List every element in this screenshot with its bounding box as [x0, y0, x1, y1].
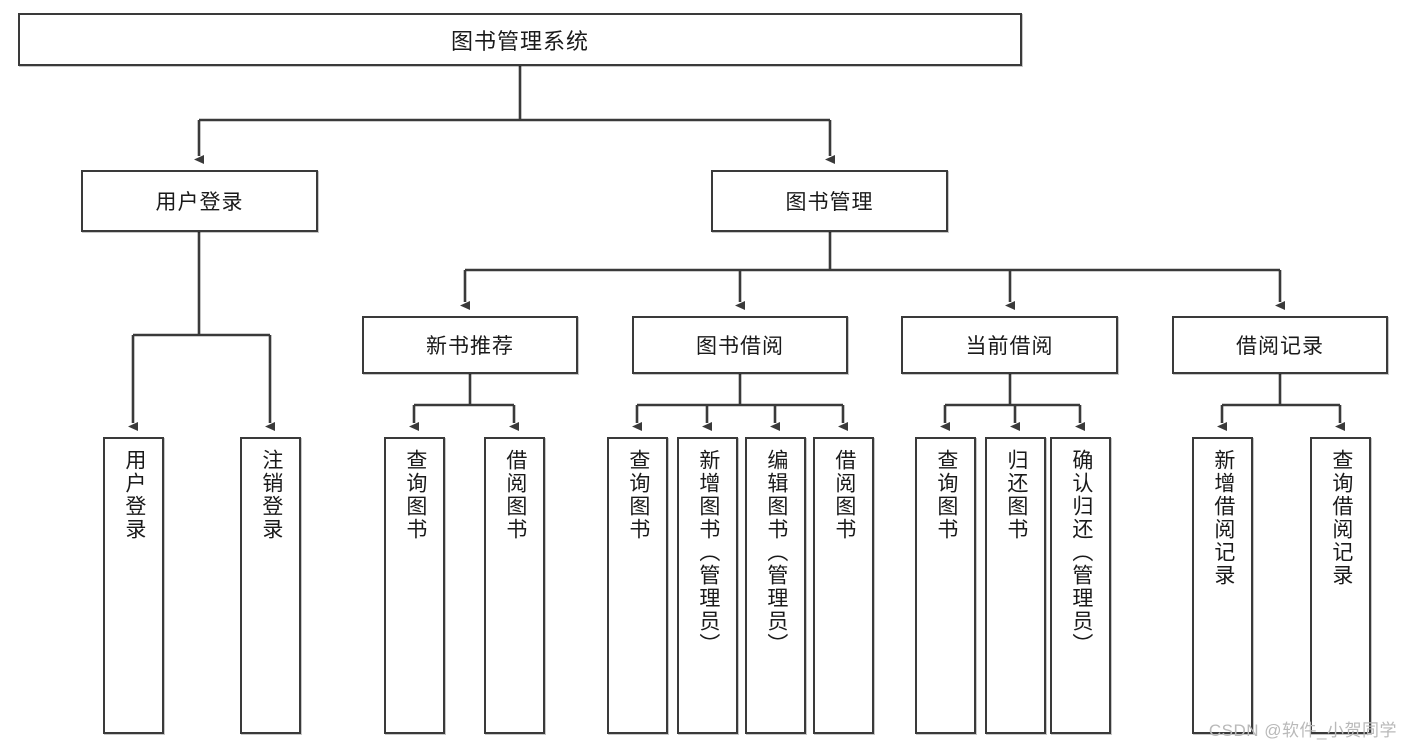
node-leaf-user-login[interactable]: 用户登录: [103, 437, 164, 734]
node-leaf-query-book-1[interactable]: 查询图书: [384, 437, 445, 734]
node-book-borrow[interactable]: 图书借阅: [632, 316, 848, 374]
node-leaf-add-record[interactable]: 新增借阅记录: [1192, 437, 1253, 734]
node-borrow-record[interactable]: 借阅记录: [1172, 316, 1388, 374]
node-new-book-recommend[interactable]: 新书推荐: [362, 316, 578, 374]
node-leaf-query-book-3[interactable]: 查询图书: [915, 437, 976, 734]
node-leaf-query-record[interactable]: 查询借阅记录: [1310, 437, 1371, 734]
node-book-management[interactable]: 图书管理: [711, 170, 948, 232]
node-leaf-return-book[interactable]: 归还图书: [985, 437, 1046, 734]
node-leaf-user-logout[interactable]: 注销登录: [240, 437, 301, 734]
node-user-login[interactable]: 用户登录: [81, 170, 318, 232]
node-leaf-add-book[interactable]: 新增图书（管理员）: [677, 437, 738, 734]
watermark-label: CSDN @软件_小贺同学: [1208, 721, 1397, 740]
node-current-borrow[interactable]: 当前借阅: [901, 316, 1118, 374]
node-leaf-borrow-book-1[interactable]: 借阅图书: [484, 437, 545, 734]
node-root[interactable]: 图书管理系统: [18, 13, 1022, 66]
node-leaf-edit-book[interactable]: 编辑图书（管理员）: [745, 437, 806, 734]
node-leaf-borrow-book-2[interactable]: 借阅图书: [813, 437, 874, 734]
node-leaf-confirm-return[interactable]: 确认归还（管理员）: [1050, 437, 1111, 734]
node-leaf-query-book-2[interactable]: 查询图书: [607, 437, 668, 734]
